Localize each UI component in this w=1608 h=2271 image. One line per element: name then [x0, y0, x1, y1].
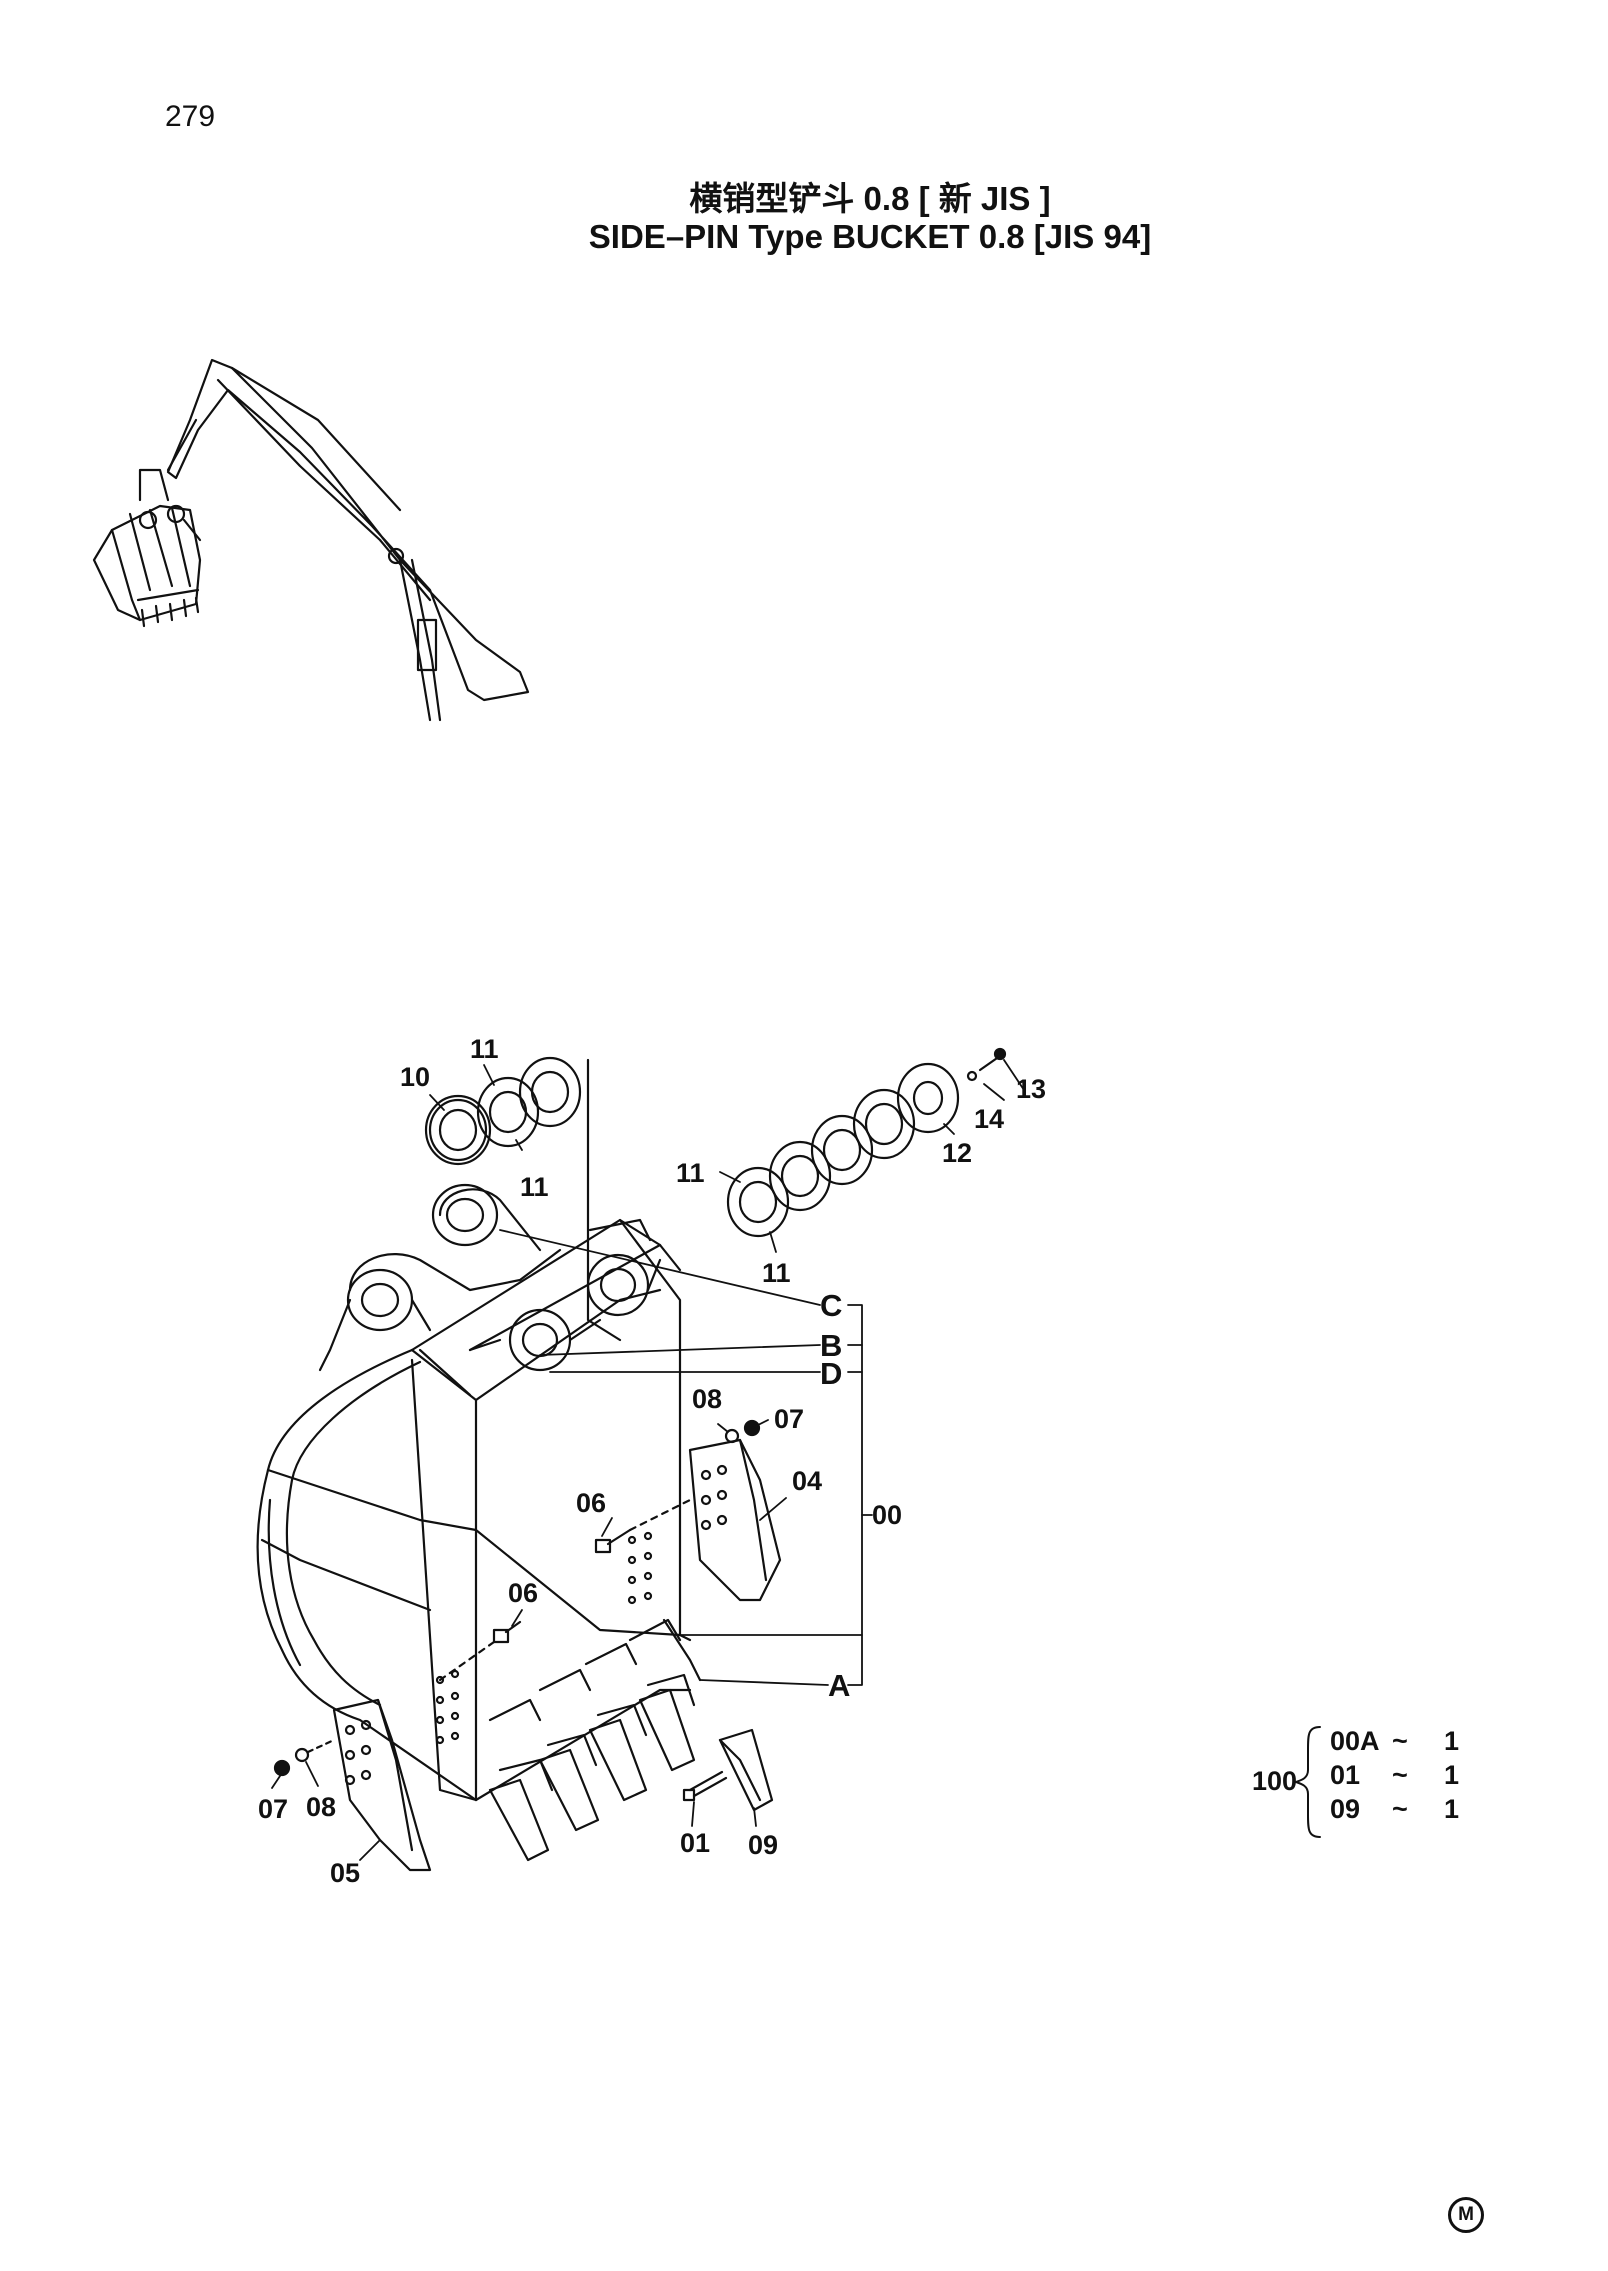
page-number: 279	[165, 100, 216, 133]
callout-00: 00	[872, 1500, 903, 1530]
callout-01: 01	[680, 1828, 711, 1858]
shim-rings	[424, 1047, 1007, 1342]
callout-12: 12	[942, 1138, 973, 1168]
section-letter-c: C	[820, 1288, 843, 1323]
assembly-parent: 100	[1252, 1766, 1298, 1796]
assembly-row-part: 09	[1330, 1794, 1361, 1824]
callout-11-lower: 11	[762, 1258, 791, 1288]
section-letter-b: B	[820, 1328, 843, 1363]
side-cutter-05	[332, 1698, 432, 1872]
assembly-row-qty: 1	[1444, 1726, 1460, 1756]
assembly-row-sep: ~	[1392, 1726, 1408, 1756]
assembly-brace	[1295, 1726, 1321, 1838]
callout-11-left: 11	[520, 1172, 549, 1202]
bucket-teeth	[488, 1618, 774, 1862]
section-letter-d: D	[820, 1356, 843, 1391]
title-english: SIDE–PIN Type BUCKET 0.8 [JIS 94]	[588, 218, 1152, 255]
callout-05: 05	[330, 1858, 361, 1888]
callout-04: 04	[792, 1466, 823, 1496]
callout-08-upper: 08	[692, 1384, 723, 1414]
callout-11-top: 11	[470, 1034, 499, 1064]
callout-08-lower: 08	[306, 1792, 337, 1822]
assembly-row-part: 00A	[1330, 1726, 1380, 1756]
bucket-body	[256, 1183, 692, 1802]
callout-09: 09	[748, 1830, 779, 1860]
callout-07-lower: 07	[258, 1794, 289, 1824]
assembly-row-part: 01	[1330, 1760, 1361, 1790]
callout-06-upper: 06	[576, 1488, 607, 1518]
leader-lines	[271, 1059, 1025, 1861]
assembly-row-qty: 1	[1444, 1760, 1460, 1790]
assembly-row-sep: ~	[1392, 1760, 1408, 1790]
callout-07-upper: 07	[774, 1404, 805, 1434]
assembly-row-qty: 1	[1444, 1794, 1460, 1824]
callout-10: 10	[400, 1062, 431, 1092]
callout-14: 14	[974, 1104, 1005, 1134]
callout-06-lower: 06	[508, 1578, 539, 1608]
assembly-row-sep: ~	[1392, 1794, 1408, 1824]
side-cutter-04	[688, 1438, 782, 1602]
section-letter-a: A	[828, 1668, 851, 1703]
callout-11-mid: 11	[676, 1158, 705, 1188]
corner-mark: M	[1448, 2197, 1484, 2233]
callout-13: 13	[1016, 1074, 1047, 1104]
title-chinese: 横销型铲斗 0.8 [ 新 JIS ]	[689, 180, 1051, 217]
excavator-arm-thumbnail	[92, 358, 530, 722]
